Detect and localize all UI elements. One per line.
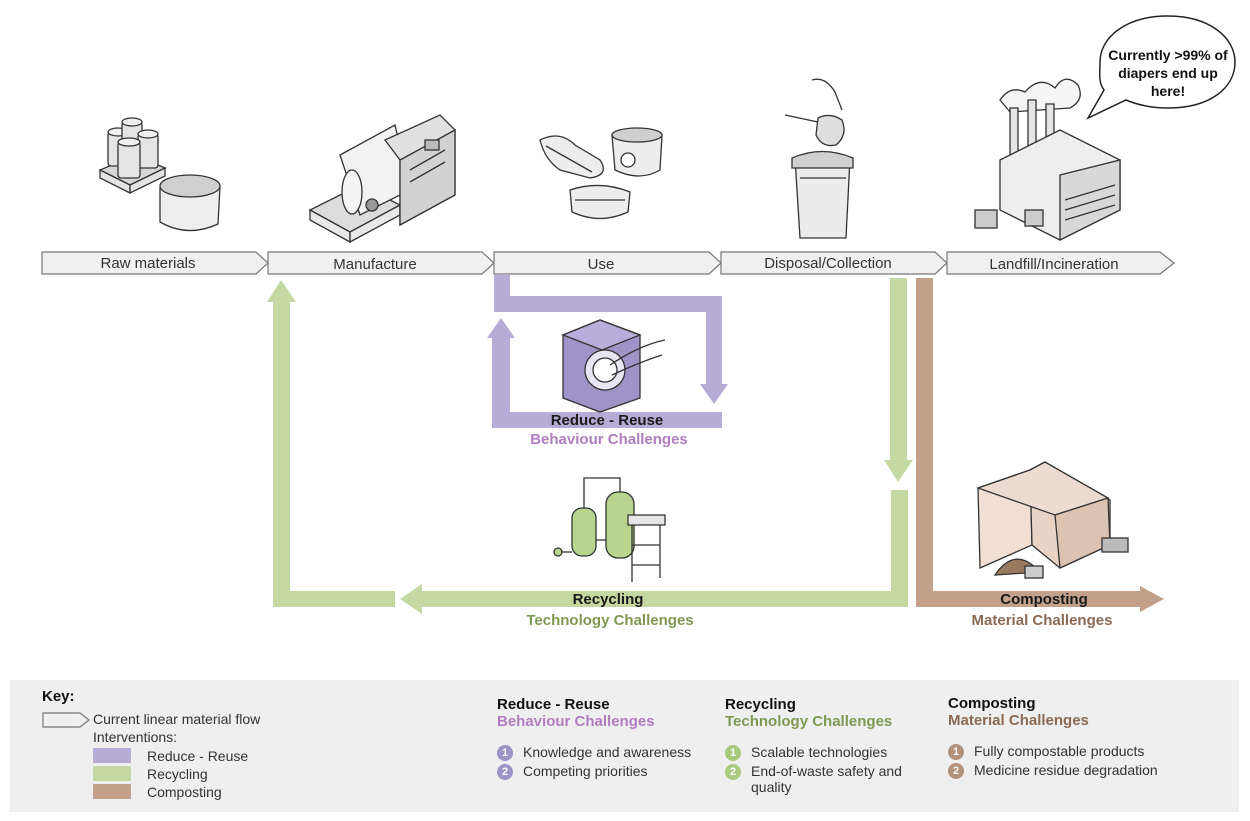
factory-icon xyxy=(974,78,1121,242)
swatch-composting xyxy=(93,784,131,799)
key-interventions-label: Interventions: xyxy=(93,729,178,745)
reuse-title: Reduce - Reuse xyxy=(551,412,664,429)
swatch-label-composting: Composting xyxy=(147,784,222,800)
stage-label-landfill: Landfill/Incineration xyxy=(989,256,1118,273)
key-flow-label: Current linear material flow xyxy=(93,711,261,727)
stage-arrow-manufacture xyxy=(267,251,495,275)
stage-label-use: Use xyxy=(588,256,615,273)
stage-arrow-disposal xyxy=(720,251,948,275)
stage-label-disposal: Disposal/Collection xyxy=(764,255,892,272)
number-badge-1: 1 xyxy=(948,744,964,760)
key-col-title: Recycling xyxy=(725,696,796,713)
compost-facility-icon xyxy=(976,461,1129,579)
key-col-subtitle: Behaviour Challenges xyxy=(497,713,655,730)
trash-bin-icon xyxy=(784,78,854,239)
number-badge-2: 2 xyxy=(497,764,513,780)
washing-machine-icon xyxy=(561,319,666,413)
swatch-reuse xyxy=(93,748,131,763)
stage-arrow-landfill xyxy=(946,251,1175,275)
barrels-and-bulk-bag-icon xyxy=(98,117,221,232)
stage-label-raw-materials: Raw materials xyxy=(100,255,195,272)
stage-arrow-raw-materials xyxy=(41,251,269,275)
diagram-canvas: Currently >99% of diapers end up here! R… xyxy=(41,15,1236,629)
swatch-recycling xyxy=(93,766,131,781)
recycling-loop xyxy=(267,278,913,614)
diapers-icon xyxy=(539,127,663,220)
number-badge-1: 1 xyxy=(497,745,513,761)
composting-path xyxy=(916,278,1164,612)
number-badge-2: 2 xyxy=(948,763,964,779)
key-col-subtitle: Technology Challenges xyxy=(725,713,893,730)
stage-arrow-use xyxy=(493,251,722,275)
recycling-plant-icon xyxy=(553,477,666,582)
key-panel: Key: Current linear material flow Interv… xyxy=(10,680,1239,812)
swatch-label-reuse: Reduce - Reuse xyxy=(147,748,249,764)
linear-flow xyxy=(41,251,1175,275)
key-col-subtitle: Material Challenges xyxy=(948,712,1089,729)
number-badge-1: 1 xyxy=(725,745,741,761)
flow-arrow-icon xyxy=(42,712,90,728)
stage-label-manufacture: Manufacture xyxy=(333,256,416,273)
swatch-label-recycling: Recycling xyxy=(147,766,208,782)
composting-subtitle: Material Challenges xyxy=(972,612,1113,629)
composting-title: Composting xyxy=(1000,591,1088,608)
recycling-title: Recycling xyxy=(573,591,644,608)
key-title: Key: xyxy=(42,688,75,705)
reuse-subtitle: Behaviour Challenges xyxy=(530,431,688,448)
bubble-line-2: diapers end up xyxy=(1118,65,1218,81)
key-col-title: Reduce - Reuse xyxy=(497,696,610,713)
manufacturing-machine-icon xyxy=(308,114,456,244)
bubble-line-3: here! xyxy=(1151,83,1185,99)
key-col-title: Composting xyxy=(948,695,1036,712)
recycling-subtitle: Technology Challenges xyxy=(526,612,693,629)
reuse-loop xyxy=(487,275,728,428)
bubble-line-1: Currently >99% of xyxy=(1108,47,1228,63)
number-badge-2: 2 xyxy=(725,764,741,780)
speech-bubble: Currently >99% of diapers end up here! xyxy=(1086,15,1236,120)
